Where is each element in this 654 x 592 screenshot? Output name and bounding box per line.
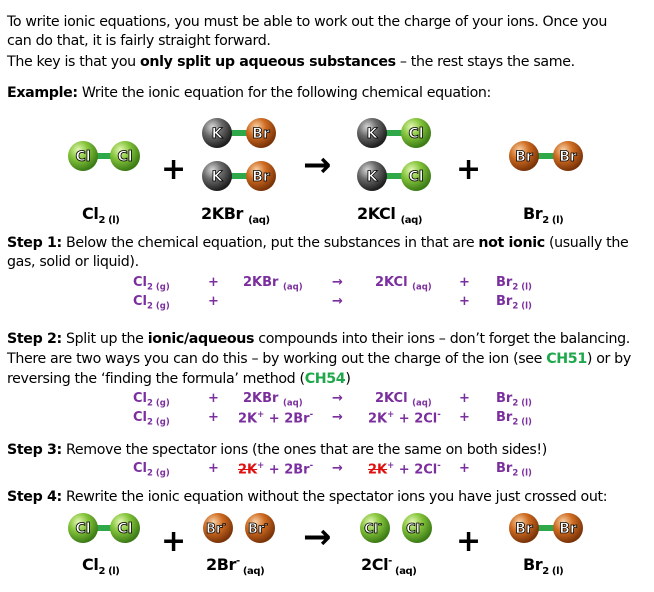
plus-sign: + [456, 524, 482, 559]
equation-term: Br2 (l) [496, 275, 532, 293]
equation-term: Br2 (l) [496, 391, 532, 409]
equation-arrow: → [332, 461, 343, 476]
svg-text:Br: Br [252, 126, 270, 142]
equation-term: 2KBr (aq) [243, 391, 303, 409]
svg-text:Br-: Br- [248, 520, 268, 537]
equation-plus: + [208, 294, 219, 309]
svg-text:Br: Br [559, 521, 577, 537]
intro-line-2: can do that, it is fairly straight forwa… [7, 33, 271, 49]
svg-text:K: K [212, 126, 224, 142]
equation-plus: + [208, 275, 219, 290]
reaction-arrow: → [303, 145, 332, 185]
svg-text:Br: Br [559, 149, 577, 165]
br2-molecule: Br Br [509, 141, 583, 171]
svg-text:K: K [367, 126, 379, 142]
equation-plus: + [208, 391, 219, 406]
cl2-label: Cl2 (l) [82, 555, 120, 578]
step2-line-1: Step 2: Split up the ionic/aqueous compo… [7, 331, 630, 347]
svg-text:Cl: Cl [117, 149, 132, 165]
equation-term: Br2 (l) [496, 461, 532, 479]
svg-text:Br: Br [515, 149, 533, 165]
ch51-reference: CH51 [546, 351, 587, 367]
svg-text:Br-: Br- [206, 520, 226, 537]
equation-arrow: → [332, 275, 343, 290]
equation-plus: + [459, 275, 470, 290]
equation-term: Br2 (l) [496, 294, 532, 312]
chloride-ions: Cl- Cl- [360, 513, 432, 543]
key-emphasis: only split up aqueous substances [139, 54, 396, 70]
step2-line-3: reversing the ‘finding the formula’ meth… [7, 371, 351, 387]
equation-term: Cl2 (g) [133, 391, 170, 409]
equation-term: 2KBr (aq) [243, 275, 303, 293]
cl2-molecule: Cl Cl [68, 513, 140, 543]
kbr-molecule: K Br [202, 118, 276, 148]
svg-text:Br: Br [252, 169, 270, 185]
equation-term: 2K+ + 2Br- [238, 461, 314, 478]
equation-term: 2K+ + 2Cl- [368, 461, 441, 478]
kcl-molecule: K Cl [357, 161, 431, 191]
equation-arrow: → [332, 391, 343, 406]
ch54-reference: CH54 [304, 371, 346, 387]
kcl-label: 2KCl (aq) [357, 204, 423, 227]
plus-sign: + [161, 152, 187, 187]
equation-term: 2K+ + 2Cl- [368, 410, 441, 427]
step1-line-1: Step 1: Below the chemical equation, put… [7, 235, 629, 251]
step2-line-2: There are two ways you can do this – by … [7, 351, 631, 367]
step3-line: Step 3: Remove the spectator ions (the o… [7, 442, 547, 458]
equation-term: 2KCl (aq) [375, 275, 432, 293]
svg-text:Cl: Cl [75, 149, 90, 165]
svg-text:K: K [212, 169, 224, 185]
br2-label: Br2 (l) [523, 555, 564, 578]
kbr-label: 2KBr (aq) [201, 204, 270, 227]
equation-term: Cl2 (g) [133, 410, 170, 428]
intro-line-3: The key is that you only split up aqueou… [7, 54, 575, 70]
svg-text:Cl: Cl [408, 169, 423, 185]
equation-term: Br2 (l) [496, 410, 532, 428]
crossed-spectator-ion: 2K [238, 462, 258, 478]
step1-line-2: gas, solid or liquid). [7, 254, 139, 270]
crossed-spectator-ion: 2K [368, 462, 388, 478]
equation-plus: + [459, 391, 470, 406]
equation-plus: + [459, 461, 470, 476]
example-line: Example: Write the ionic equation for th… [7, 85, 491, 101]
plus-sign: + [456, 152, 482, 187]
svg-text:Cl-: Cl- [406, 520, 424, 537]
intro-line-1: To write ionic equations, you must be ab… [7, 14, 608, 30]
kcl-molecule: K Cl [357, 118, 431, 148]
svg-text:Cl: Cl [75, 521, 90, 537]
svg-text:Br: Br [515, 521, 533, 537]
plus-sign: + [161, 524, 187, 559]
step4-line: Step 4: Rewrite the ionic equation witho… [7, 489, 608, 505]
kbr-molecule: K Br [202, 161, 276, 191]
br2-label: Br2 (l) [523, 204, 564, 227]
equation-plus: + [208, 461, 219, 476]
equation-term: Cl2 (g) [133, 275, 170, 293]
equation-term: 2KCl (aq) [375, 391, 432, 409]
equation-term: Cl2 (g) [133, 294, 170, 312]
bromide-ions: Br- Br- [203, 513, 275, 543]
reaction-arrow: → [303, 517, 332, 557]
equation-term: 2K+ + 2Br- [238, 410, 314, 427]
svg-text:Cl: Cl [117, 521, 132, 537]
svg-text:Cl: Cl [408, 126, 423, 142]
bromide-label: 2Br- (aq) [206, 555, 265, 578]
svg-text:Cl-: Cl- [364, 520, 382, 537]
equation-plus: + [459, 294, 470, 309]
br2-molecule: Br Br [509, 513, 583, 543]
equation-arrow: → [332, 294, 343, 309]
equation-plus: + [208, 410, 219, 425]
cl2-molecule: Cl Cl [68, 141, 140, 171]
equation-term: Cl2 (g) [133, 461, 170, 479]
equation-arrow: → [332, 410, 343, 425]
equation-plus: + [459, 410, 470, 425]
cl2-label: Cl2 (l) [82, 204, 120, 227]
chloride-label: 2Cl- (aq) [361, 555, 417, 578]
svg-text:K: K [367, 169, 379, 185]
